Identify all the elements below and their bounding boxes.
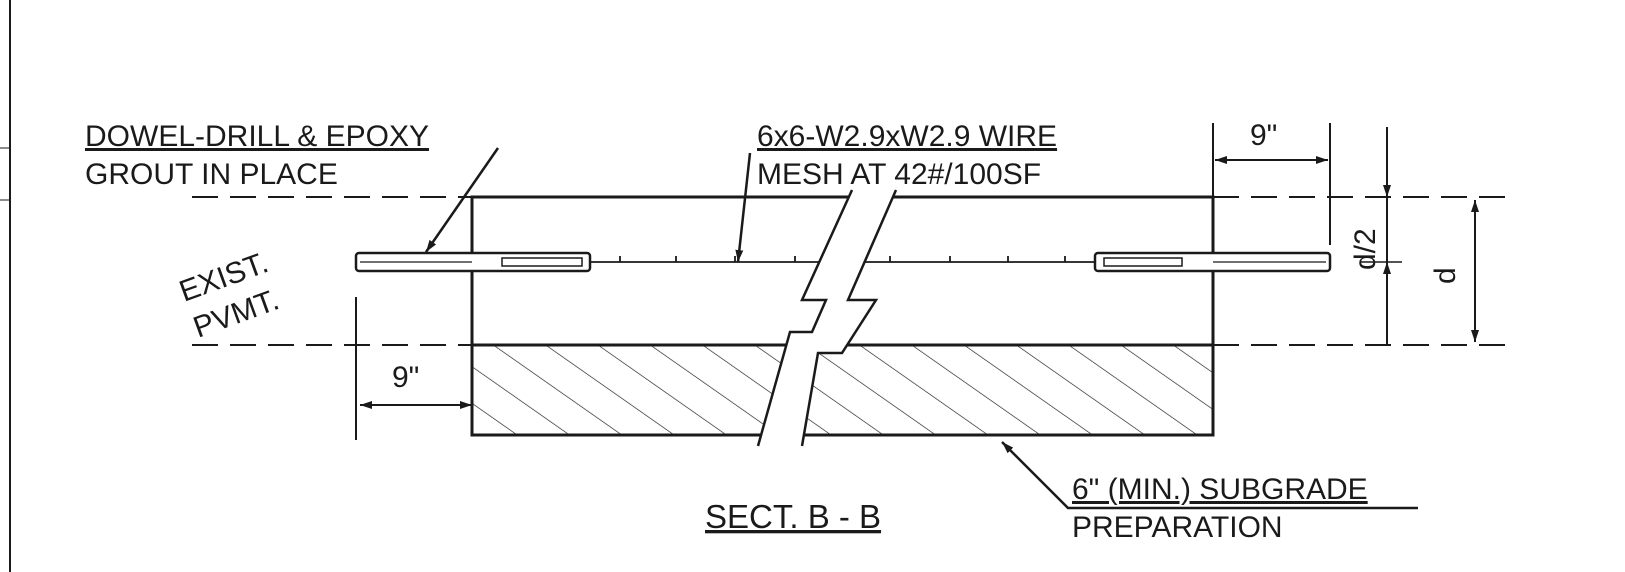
half-depth-dimension-label: d/2 — [1349, 228, 1382, 270]
subgrade-label-line1: 6" (MIN.) SUBGRADE — [1072, 473, 1368, 506]
dowel-label-line1: DOWEL-DRILL & EPOXY — [85, 120, 429, 153]
dowel-leader — [424, 147, 500, 253]
section-title: SECT. B - B — [705, 498, 881, 535]
subgrade-hatch — [470, 343, 1215, 437]
sheet-border — [0, 0, 11, 572]
mesh-leader — [735, 152, 752, 263]
dowel-label-line2: GROUT IN PLACE — [85, 158, 338, 191]
left-embed-dimension-label: 9" — [392, 361, 419, 394]
right-embed-dimension-label: 9" — [1250, 119, 1277, 152]
mesh-label-line1: 6x6-W2.9xW2.9 WIRE — [757, 120, 1057, 153]
break-lines — [756, 189, 898, 447]
right-embed-dimension — [1212, 123, 1331, 245]
subgrade-label-line2: PREPARATION — [1072, 511, 1283, 544]
half-depth-dimension — [1360, 127, 1402, 345]
mesh-label-line2: MESH AT 42#/100SF — [757, 158, 1041, 191]
dashed-extension-lines — [192, 196, 1505, 346]
left-dowel — [354, 251, 592, 273]
left-embed-dimension — [355, 297, 472, 440]
depth-dimension-label: d — [1429, 267, 1462, 284]
subgrade-leader — [1001, 441, 1418, 510]
right-dowel — [1093, 251, 1332, 273]
